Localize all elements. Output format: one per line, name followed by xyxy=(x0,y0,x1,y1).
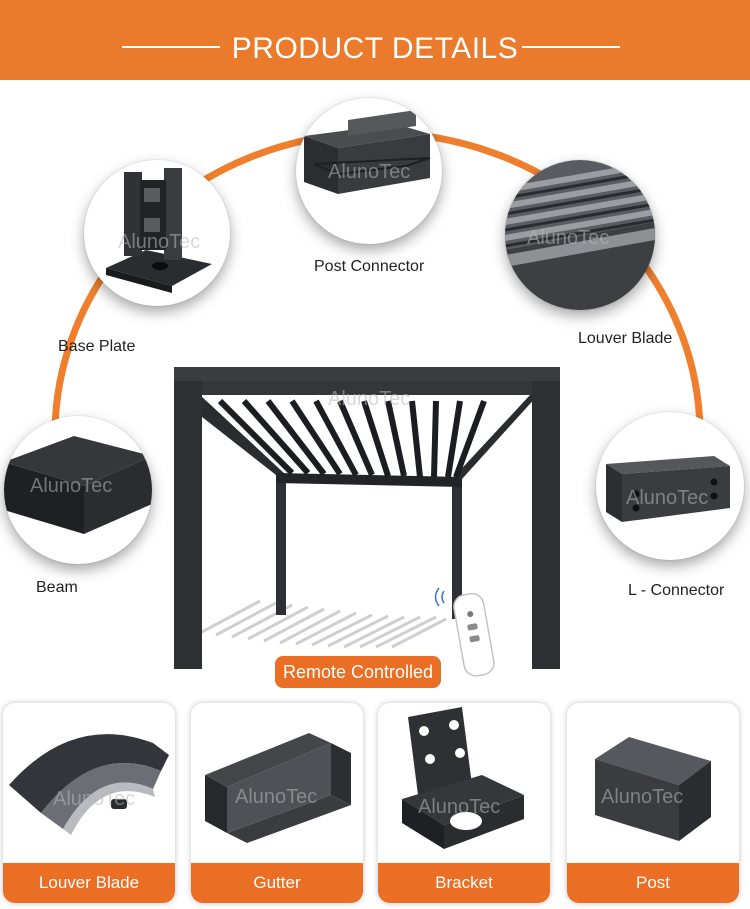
svg-text:AlunoTec: AlunoTec xyxy=(418,796,500,818)
header-line-left xyxy=(122,46,220,48)
remote-controlled-badge: Remote Controlled xyxy=(275,656,441,688)
svg-text:AlunoTec: AlunoTec xyxy=(30,475,112,497)
svg-text:AlunoTec: AlunoTec xyxy=(527,227,609,249)
l-connector-image: AlunoTec xyxy=(596,412,744,560)
post-connector-image: AlunoTec xyxy=(296,98,442,244)
svg-text:AlunoTec: AlunoTec xyxy=(235,786,317,808)
svg-text:AlunoTec: AlunoTec xyxy=(118,231,200,253)
card-louver-blade: AlunoTec Louver Blade xyxy=(3,703,175,903)
card-bracket: AlunoTec Bracket xyxy=(378,703,550,903)
card-label-gutter: Gutter xyxy=(191,863,363,903)
card-post: AlunoTec Post xyxy=(567,703,739,903)
card-label-post: Post xyxy=(567,863,739,903)
label-l-connector: L - Connector xyxy=(628,582,725,599)
svg-text:AlunoTec: AlunoTec xyxy=(626,487,708,509)
card-label-louver-blade: Louver Blade xyxy=(3,863,175,903)
label-post-connector: Post Connector xyxy=(314,258,425,275)
beam-image: AlunoTec xyxy=(4,416,152,564)
svg-text:AlunoTec: AlunoTec xyxy=(328,388,410,410)
page-title: PRODUCT DETAILS xyxy=(231,32,519,65)
louver-blade-card-image: AlunoTec xyxy=(9,734,169,835)
bracket-card-image: AlunoTec xyxy=(402,707,524,849)
label-beam: Beam xyxy=(36,579,78,596)
base-plate-image: AlunoTec xyxy=(84,160,230,306)
svg-text:AlunoTec: AlunoTec xyxy=(328,161,410,183)
label-base-plate: Base Plate xyxy=(58,338,136,355)
post-card-image: AlunoTec xyxy=(595,737,711,841)
header-banner: PRODUCT DETAILS xyxy=(0,0,750,80)
pergola-illustration: AlunoTec xyxy=(174,367,560,677)
label-louver-blade: Louver Blade xyxy=(578,330,673,347)
louver-blade-image: AlunoTec xyxy=(505,160,655,310)
header-line-right xyxy=(522,46,620,48)
svg-text:AlunoTec: AlunoTec xyxy=(601,786,683,808)
card-gutter: AlunoTec Gutter xyxy=(191,703,363,903)
card-label-bracket: Bracket xyxy=(378,863,550,903)
gutter-card-image: AlunoTec xyxy=(205,733,351,843)
svg-text:AlunoTec: AlunoTec xyxy=(53,788,135,810)
